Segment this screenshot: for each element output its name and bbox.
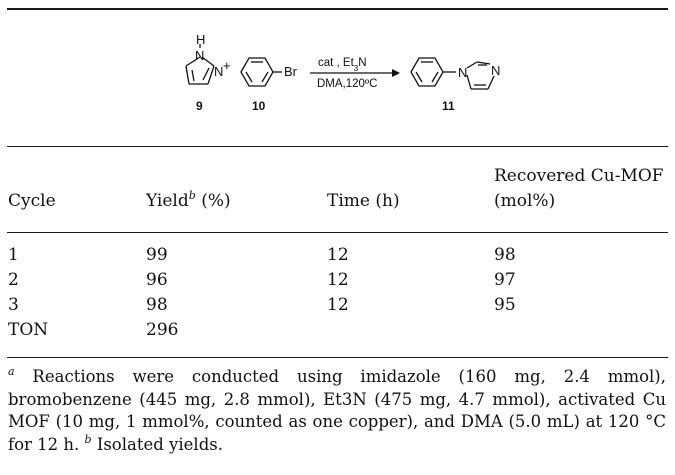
cell-time: 12 <box>327 270 349 290</box>
cell-yield: 96 <box>146 270 168 290</box>
imidazole-nh-h-label: H <box>196 32 205 47</box>
table-header-bottom-rule <box>7 232 668 233</box>
phenylimidazole-n1-label: N <box>458 65 467 80</box>
column-header-recovered-line1: Recovered Cu-MOF <box>494 166 664 186</box>
cell-time: 12 <box>327 295 349 315</box>
footnote-marker-b: b <box>84 432 92 446</box>
column-header-recovered-line2: (mol%) <box>494 191 556 211</box>
cell-recovered: 95 <box>494 295 516 315</box>
cell-yield: 98 <box>146 295 168 315</box>
phenylimidazole-n3-label: N <box>491 63 500 78</box>
bromine-label: Br <box>284 64 298 79</box>
column-header-cycle: Cycle <box>8 191 56 211</box>
column-header-yield: Yieldb (%) <box>146 189 231 211</box>
column-header-time: Time (h) <box>327 191 400 211</box>
compound-10-label: 10 <box>252 99 266 113</box>
compound-9-label: 9 <box>196 99 203 113</box>
reaction-arrow-head <box>392 69 400 77</box>
imidazole-structure <box>185 44 215 85</box>
cell-ton-label: TON <box>8 320 49 340</box>
table-header-top-rule <box>7 146 668 147</box>
cell-ton-value: 296 <box>146 320 179 340</box>
cell-time: 12 <box>327 245 349 265</box>
compound-11-label: 11 <box>442 99 455 113</box>
phenylimidazole-structure <box>410 57 495 90</box>
plus-sign: + <box>223 58 231 73</box>
table-footnote: a Reactions were conducted using imidazo… <box>8 365 666 454</box>
imidazole-nh-n-label: N <box>195 48 204 63</box>
cell-recovered: 97 <box>494 270 516 290</box>
reaction-conditions-above: cat , Et3N <box>318 57 367 73</box>
reaction-scheme: H N N 9 + Br 10 cat , Et3N DMA,120ºC N N… <box>185 32 500 113</box>
table-top-rule <box>7 8 668 10</box>
cell-cycle: 3 <box>8 295 19 315</box>
cell-yield: 99 <box>146 245 168 265</box>
cell-cycle: 2 <box>8 270 19 290</box>
bromobenzene-structure <box>240 57 282 87</box>
cell-recovered: 98 <box>494 245 516 265</box>
imidazole-n-label: N <box>214 64 223 79</box>
footnote-marker-a: a <box>8 365 15 378</box>
reaction-conditions-below: DMA,120ºC <box>317 78 377 90</box>
cell-cycle: 1 <box>8 245 19 265</box>
footnote-marker-b: b <box>188 189 196 202</box>
table-bottom-rule <box>7 357 668 358</box>
